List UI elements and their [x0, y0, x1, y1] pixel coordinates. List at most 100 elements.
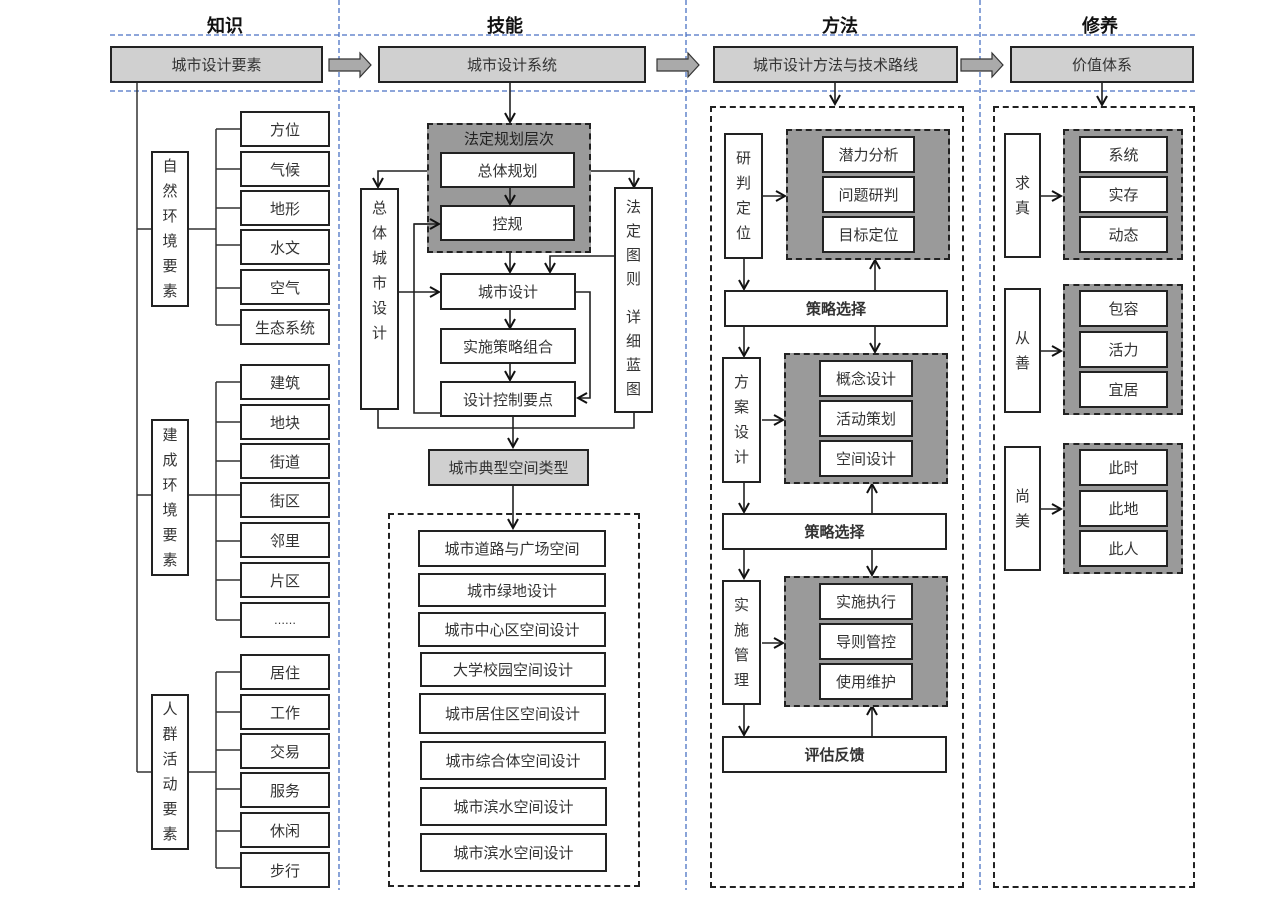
label-char: 环: [162, 207, 178, 225]
implementation-strategy-box: 实施策略组合: [440, 328, 576, 364]
element-item: 步行: [240, 852, 330, 888]
space-type-item: 城市综合体空间设计: [420, 741, 606, 780]
space-type-item: 城市滨水空间设计: [420, 833, 607, 872]
label-char: 详: [625, 308, 641, 326]
label-char: 环: [162, 475, 178, 494]
label-char: 善: [1014, 353, 1030, 372]
overall-urban-design-box: 总 体 城 市 设 计: [360, 188, 399, 410]
space-type-item: 城市滨水空间设计: [420, 787, 607, 826]
element-item: 交易: [240, 733, 330, 769]
method-item: 实施执行: [819, 583, 913, 620]
value-label-beauty: 尚 美: [1004, 446, 1041, 571]
group-label-built-environment: 建 成 环 境 要 素: [151, 419, 189, 576]
label-char: 细: [625, 332, 641, 350]
value-item: 实存: [1079, 176, 1168, 213]
method-item: 目标定位: [822, 216, 915, 253]
label-char: 总: [371, 199, 387, 217]
group-label-natural-environment: 自 然 环 境 要 素: [151, 151, 189, 307]
cultivation-panel: [993, 106, 1195, 888]
label-char: 定: [735, 199, 751, 217]
label-char: 管: [733, 645, 749, 664]
method-item: 导则管控: [819, 623, 913, 660]
value-item: 此地: [1079, 490, 1168, 527]
regulatory-plan-box: 控规: [440, 205, 575, 241]
master-plan-box: 总体规划: [440, 152, 575, 188]
typical-space-types-box: 城市典型空间类型: [428, 449, 589, 486]
element-item: 服务: [240, 772, 330, 808]
label-char: 蓝: [625, 356, 641, 374]
space-type-item: 城市中心区空间设计: [418, 612, 606, 647]
value-item: 此人: [1079, 530, 1168, 567]
label-char: 动: [162, 775, 178, 793]
label-char: 境: [162, 232, 178, 250]
statutory-planning-title: 法定规划层次: [463, 130, 554, 148]
value-label-goodness: 从 善: [1004, 288, 1041, 413]
method-item: 问题研判: [822, 176, 915, 213]
element-item: 居住: [240, 654, 330, 690]
label-char: 理: [733, 670, 749, 689]
label-char: 判: [735, 174, 751, 192]
label-char: 体: [371, 224, 387, 242]
label-char: 素: [162, 550, 178, 569]
column-title-methods: 方法: [822, 16, 858, 37]
control-points-box: 设计控制要点: [440, 381, 576, 417]
element-item-more: ……: [240, 602, 330, 638]
root-urban-design-elements: 城市设计要素: [110, 46, 323, 83]
label-char: 施: [733, 620, 749, 639]
value-item: 系统: [1079, 136, 1168, 173]
label-char: 则: [625, 270, 641, 288]
value-item: 活力: [1079, 331, 1168, 368]
label-char: 要: [162, 525, 178, 544]
stage-label-assessment: 研 判 定 位: [724, 133, 763, 259]
strategy-selection-2: 策略选择: [722, 513, 947, 550]
label-char: 要: [162, 257, 178, 275]
statutory-maps-box: 法 定 图 则 详 细 蓝 图: [614, 187, 653, 413]
value-item: 宜居: [1079, 371, 1168, 408]
value-item: 动态: [1079, 216, 1168, 253]
method-item: 使用维护: [819, 663, 913, 700]
element-item: 工作: [240, 694, 330, 730]
method-item: 概念设计: [819, 360, 913, 397]
value-label-truth: 求 真: [1004, 133, 1041, 258]
label-char: 从: [1014, 328, 1030, 347]
label-char: 计: [733, 448, 749, 466]
method-item: 活动策划: [819, 400, 913, 437]
value-item: 包容: [1079, 290, 1168, 327]
element-item: 空气: [240, 269, 330, 305]
element-item: 片区: [240, 562, 330, 598]
label-char: 建: [162, 425, 178, 444]
element-item: 街道: [240, 443, 330, 479]
strategy-selection-1: 策略选择: [724, 290, 948, 327]
urban-design-box: 城市设计: [440, 273, 576, 310]
label-char: 计: [371, 324, 387, 342]
label-char: 然: [162, 182, 178, 200]
label-char: 设: [733, 423, 749, 441]
element-item: 邻里: [240, 522, 330, 558]
space-type-item: 大学校园空间设计: [420, 652, 606, 687]
element-item: 地块: [240, 404, 330, 440]
label-char: 案: [733, 398, 749, 416]
space-type-item: 城市绿地设计: [418, 573, 606, 607]
methods-panel: [710, 106, 964, 888]
space-type-item: 城市居住区空间设计: [419, 693, 606, 734]
label-char: 群: [162, 725, 178, 743]
label-char: 美: [1014, 511, 1030, 530]
label-char: 定: [625, 222, 641, 240]
element-item: 街区: [240, 482, 330, 518]
root-methods-and-roadmap: 城市设计方法与技术路线: [713, 46, 958, 83]
element-item: 建筑: [240, 364, 330, 400]
column-title-cultivation: 修养: [1082, 16, 1118, 37]
element-item: 方位: [240, 111, 330, 147]
element-item: 生态系统: [240, 309, 330, 345]
label-char: 自: [162, 157, 178, 175]
element-item: 水文: [240, 229, 330, 265]
space-types-panel: [388, 513, 640, 887]
column-title-skills: 技能: [487, 16, 523, 37]
stage-label-implementation: 实 施 管 理: [722, 580, 761, 705]
element-item: 休闲: [240, 812, 330, 848]
element-item: 地形: [240, 190, 330, 226]
label-char: 位: [735, 224, 751, 242]
label-char: 人: [162, 700, 178, 718]
label-char: 设: [371, 299, 387, 317]
label-char: 图: [625, 246, 641, 264]
